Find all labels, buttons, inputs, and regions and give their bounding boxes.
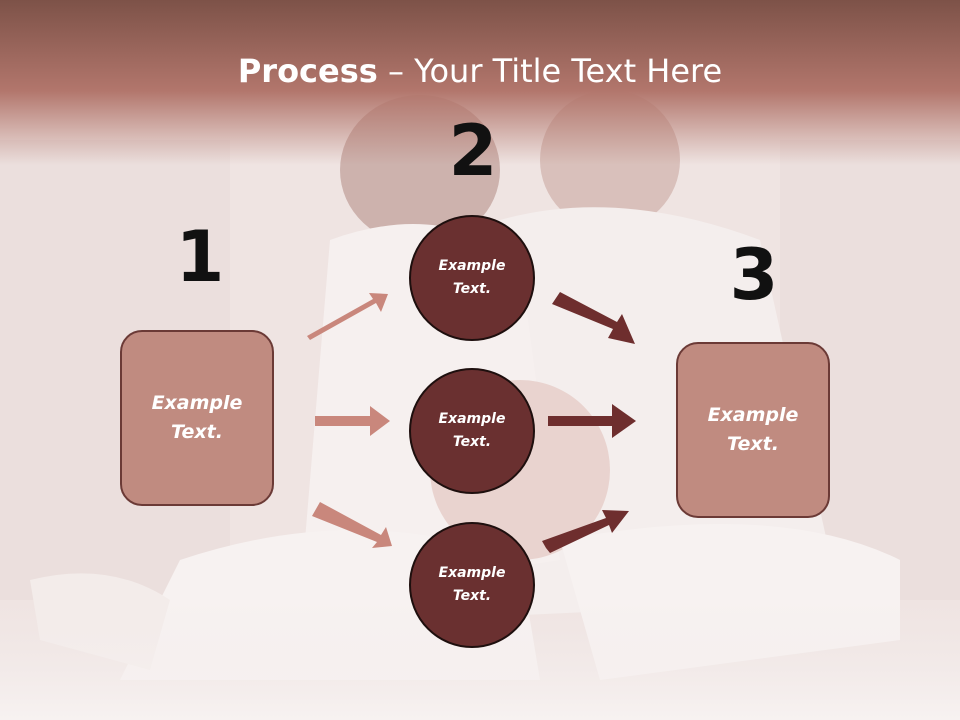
- step-number-1: 1: [175, 216, 225, 298]
- step-3-text: Example Text.: [707, 404, 799, 455]
- circle-middle: Example Text.: [409, 368, 535, 494]
- arrow-1-to-middle: [315, 406, 390, 436]
- arrow-middle-to-3: [548, 404, 636, 438]
- arrow-1-to-top: [307, 293, 388, 340]
- circle-top-text: Example Text.: [438, 258, 506, 297]
- step-1-text: Example Text.: [151, 392, 243, 443]
- circle-middle-text: Example Text.: [438, 411, 506, 450]
- page-title: Process – Your Title Text Here: [0, 52, 960, 90]
- title-rest: – Your Title Text Here: [377, 52, 723, 90]
- arrow-top-to-3: [552, 292, 635, 344]
- step-number-2: 2: [448, 110, 498, 192]
- step-number-3: 3: [729, 234, 779, 316]
- circle-bottom-text: Example Text.: [438, 565, 506, 604]
- circle-bottom: Example Text.: [409, 522, 535, 648]
- step-1-box: Example Text.: [120, 330, 274, 506]
- title-bold: Process: [237, 52, 378, 90]
- arrow-1-to-bottom: [312, 502, 392, 548]
- step-3-box: Example Text.: [676, 342, 830, 518]
- circle-top: Example Text.: [409, 215, 535, 341]
- arrow-bottom-to-3: [542, 510, 629, 553]
